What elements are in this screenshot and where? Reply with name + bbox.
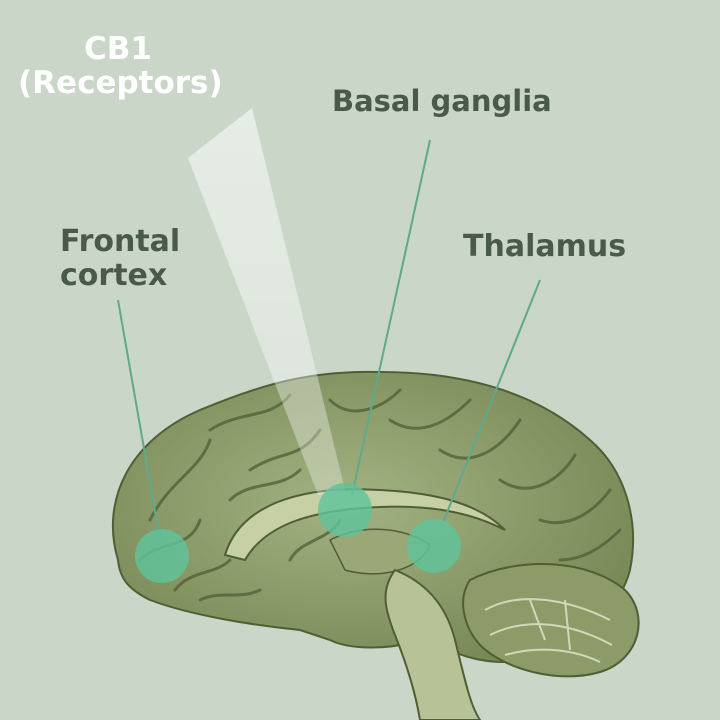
cb1-label-line1: CB1 <box>18 32 218 66</box>
basal-ganglia-label: Basal ganglia <box>332 84 552 118</box>
cb1-receptors-label: CB1 (Receptors) <box>18 32 218 100</box>
frontal-cortex-marker <box>135 529 189 583</box>
thalamus-label: Thalamus <box>463 230 626 264</box>
thalamus-marker <box>407 519 461 573</box>
cb1-label-line2: (Receptors) <box>18 66 218 100</box>
frontal-label-line2: cortex <box>60 259 180 293</box>
basal-ganglia-marker <box>318 483 372 537</box>
frontal-cortex-label: Frontal cortex <box>60 225 180 293</box>
frontal-label-line1: Frontal <box>60 225 180 259</box>
